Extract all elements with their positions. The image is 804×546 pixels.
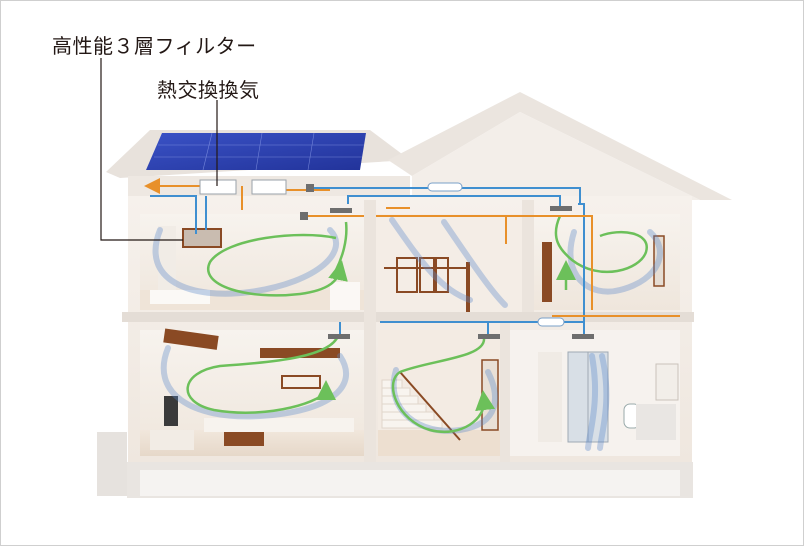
exhaust-ducts	[150, 187, 585, 338]
label-heat-exchange-ventilation: 熱交換換気	[157, 78, 260, 102]
solar-panels	[146, 132, 366, 171]
callout-lines	[100, 58, 218, 241]
foundation	[97, 432, 693, 498]
airflow-swirls	[152, 217, 663, 451]
interior-details	[150, 226, 679, 450]
vents	[300, 184, 594, 339]
heat-exchange-unit	[199, 179, 565, 327]
outdoor-unit	[97, 432, 127, 496]
airflow-green	[186, 215, 648, 433]
label-high-performance-filter: 高性能３層フィルター	[52, 34, 257, 58]
room-stairwell-upper	[376, 214, 524, 310]
